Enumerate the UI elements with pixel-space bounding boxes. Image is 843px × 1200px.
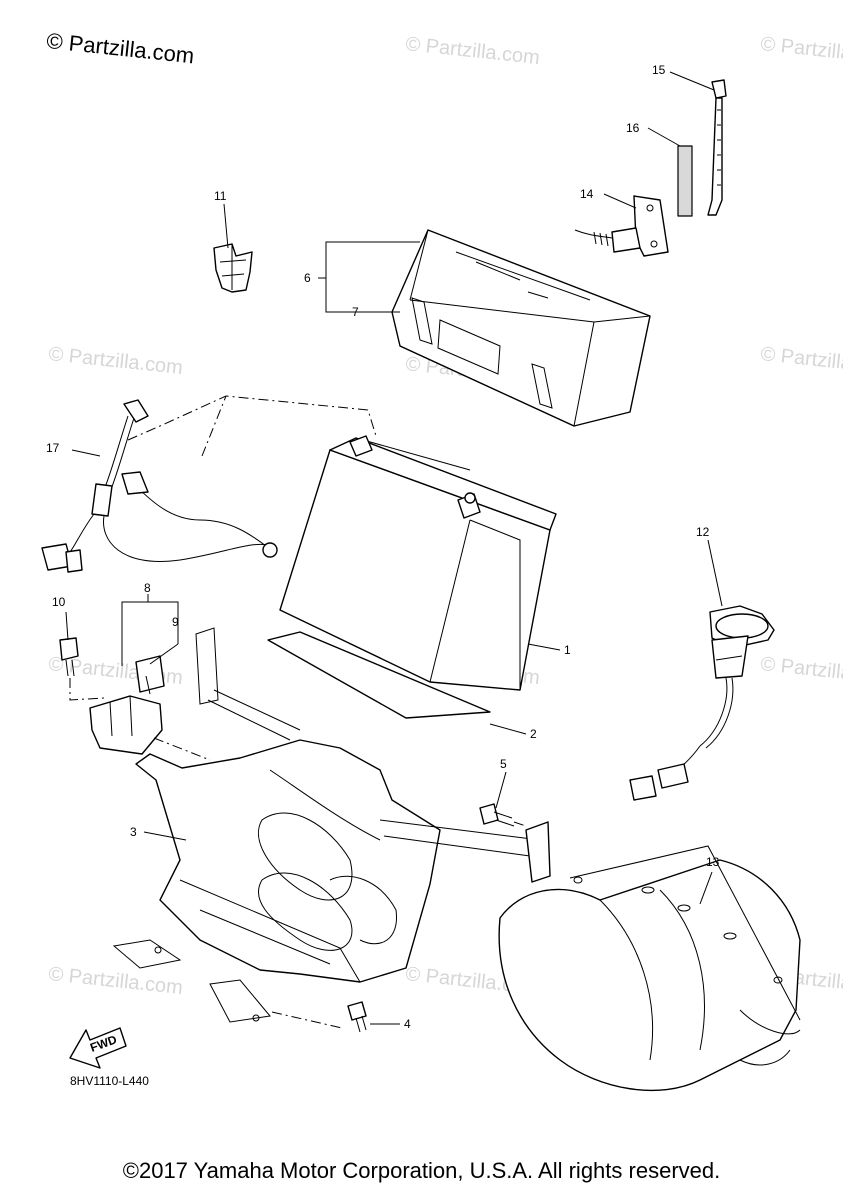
forward-arrow-icon: FWD	[69, 1027, 127, 1069]
callout-15-16-label: 16	[626, 121, 640, 135]
callout-15: 15	[652, 63, 666, 77]
watermark: © Partzilla.com	[759, 653, 843, 689]
pad-part	[677, 145, 693, 217]
leader-lines	[65, 71, 723, 1025]
battery-cover-part	[391, 229, 651, 427]
watermark: © Partzilla.com	[759, 33, 843, 69]
battery-part	[279, 435, 557, 691]
callout-7: 7	[352, 305, 359, 319]
cable-tie-part	[707, 79, 727, 216]
watermark: © Partzilla.com	[759, 343, 843, 379]
callout-4: 4	[404, 1017, 411, 1031]
battery-bracket-part	[112, 627, 551, 1029]
callout-9: 9	[172, 615, 179, 629]
bolt-part-5	[479, 803, 527, 827]
callout-17: 17	[46, 441, 60, 455]
callout-6: 6	[304, 271, 311, 285]
callout-labels: 1 2 3 4 5 6 7 8 9 10 11 12 13 14 16 15 1…	[46, 63, 720, 1031]
battery-pad-part	[267, 631, 491, 719]
diagram-code: 8HV1110-L440	[70, 1074, 149, 1088]
callout-13: 13	[706, 855, 720, 869]
copyright-notice: ©2017 Yamaha Motor Corporation, U.S.A. A…	[122, 1158, 721, 1183]
callout-1: 1	[564, 643, 571, 657]
wire-harness-part	[41, 399, 278, 573]
callout-11: 11	[214, 189, 227, 203]
relay-fuse-part	[59, 637, 211, 761]
socket-part	[629, 605, 775, 801]
callout-2: 2	[530, 727, 537, 741]
callout-14: 14	[580, 187, 594, 201]
clamp-part	[213, 243, 253, 293]
callout-12: 12	[696, 525, 710, 539]
bolt-part-4	[347, 1001, 367, 1033]
callout-3: 3	[130, 825, 137, 839]
callout-10: 10	[52, 595, 66, 609]
watermark: © Partzilla.com	[47, 343, 183, 379]
watermark: © Partzilla.com	[47, 963, 183, 999]
protector-cover-part	[498, 845, 801, 1092]
watermark: © Partzilla.com	[404, 33, 540, 69]
callout-5: 5	[500, 757, 507, 771]
callout-8: 8	[144, 581, 151, 595]
plug-part	[574, 195, 669, 257]
